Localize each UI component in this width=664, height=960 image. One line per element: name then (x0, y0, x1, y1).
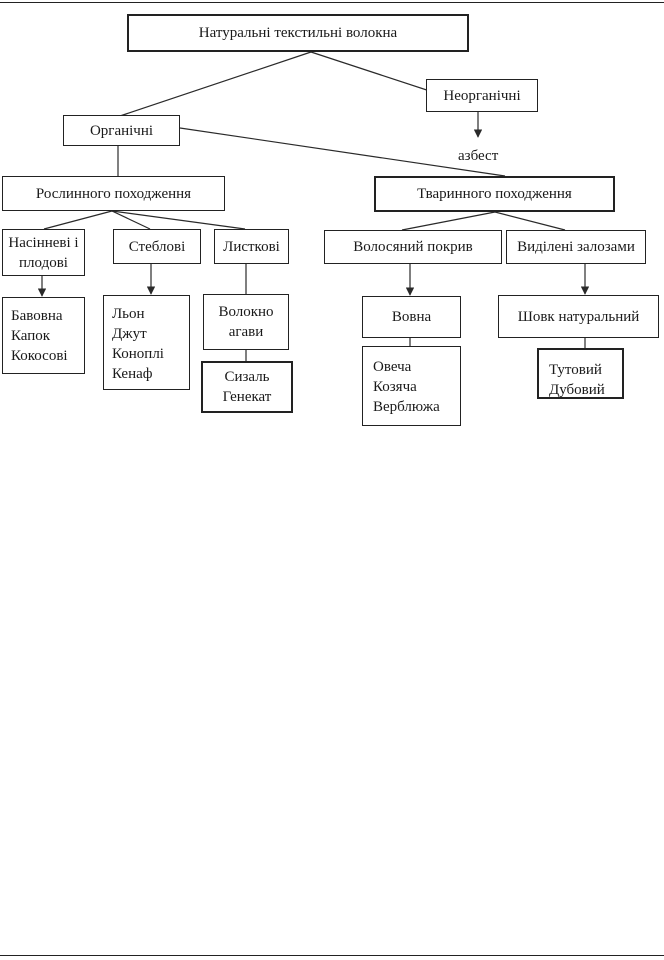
gland-secretion-node: Виділені залозами (506, 230, 646, 264)
silk-type-list: Тутовий Дубовий (537, 348, 624, 399)
top-rule (0, 2, 664, 3)
animal-origin-node: Тваринного походження (374, 176, 615, 212)
bottom-rule (0, 955, 664, 956)
seed-fiber-list: Бавовна Капок Кокосові (2, 297, 85, 374)
root-node: Натуральні текстильні волокна (127, 14, 469, 52)
connector-plant-stem (111, 210, 151, 230)
connector-animal-gland (494, 211, 566, 231)
asbestos-label: азбест (458, 148, 499, 164)
connector-organic-animal (179, 127, 506, 177)
inorganic-node: Неорганічні (426, 79, 538, 112)
connector-root-inorganic (310, 51, 446, 97)
connector-animal-hair (401, 211, 496, 231)
stem-node: Стеблові (113, 229, 201, 264)
hair-cover-node: Волосяний покрив (324, 230, 502, 264)
stem-fiber-list: Льон Джут Коноплі Кенаф (103, 295, 190, 390)
plant-origin-node: Рослинного походження (2, 176, 225, 211)
agave-fiber-list: Сизаль Генекат (201, 361, 293, 413)
leaf-node: Листкові (214, 229, 289, 264)
connector-root-organic (116, 51, 312, 118)
connector-plant-leaf (111, 210, 246, 230)
wool-type-list: Овеча Козяча Верблюжа (362, 346, 461, 426)
seed-fruit-node: Насінневі і плодові (2, 229, 85, 276)
organic-node: Органічні (63, 115, 180, 146)
connector-plant-seed (43, 210, 113, 230)
wool-node: Вовна (362, 296, 461, 338)
agave-fiber-node: Волокно агави (203, 294, 289, 350)
natural-silk-node: Шовк натуральний (498, 295, 659, 338)
